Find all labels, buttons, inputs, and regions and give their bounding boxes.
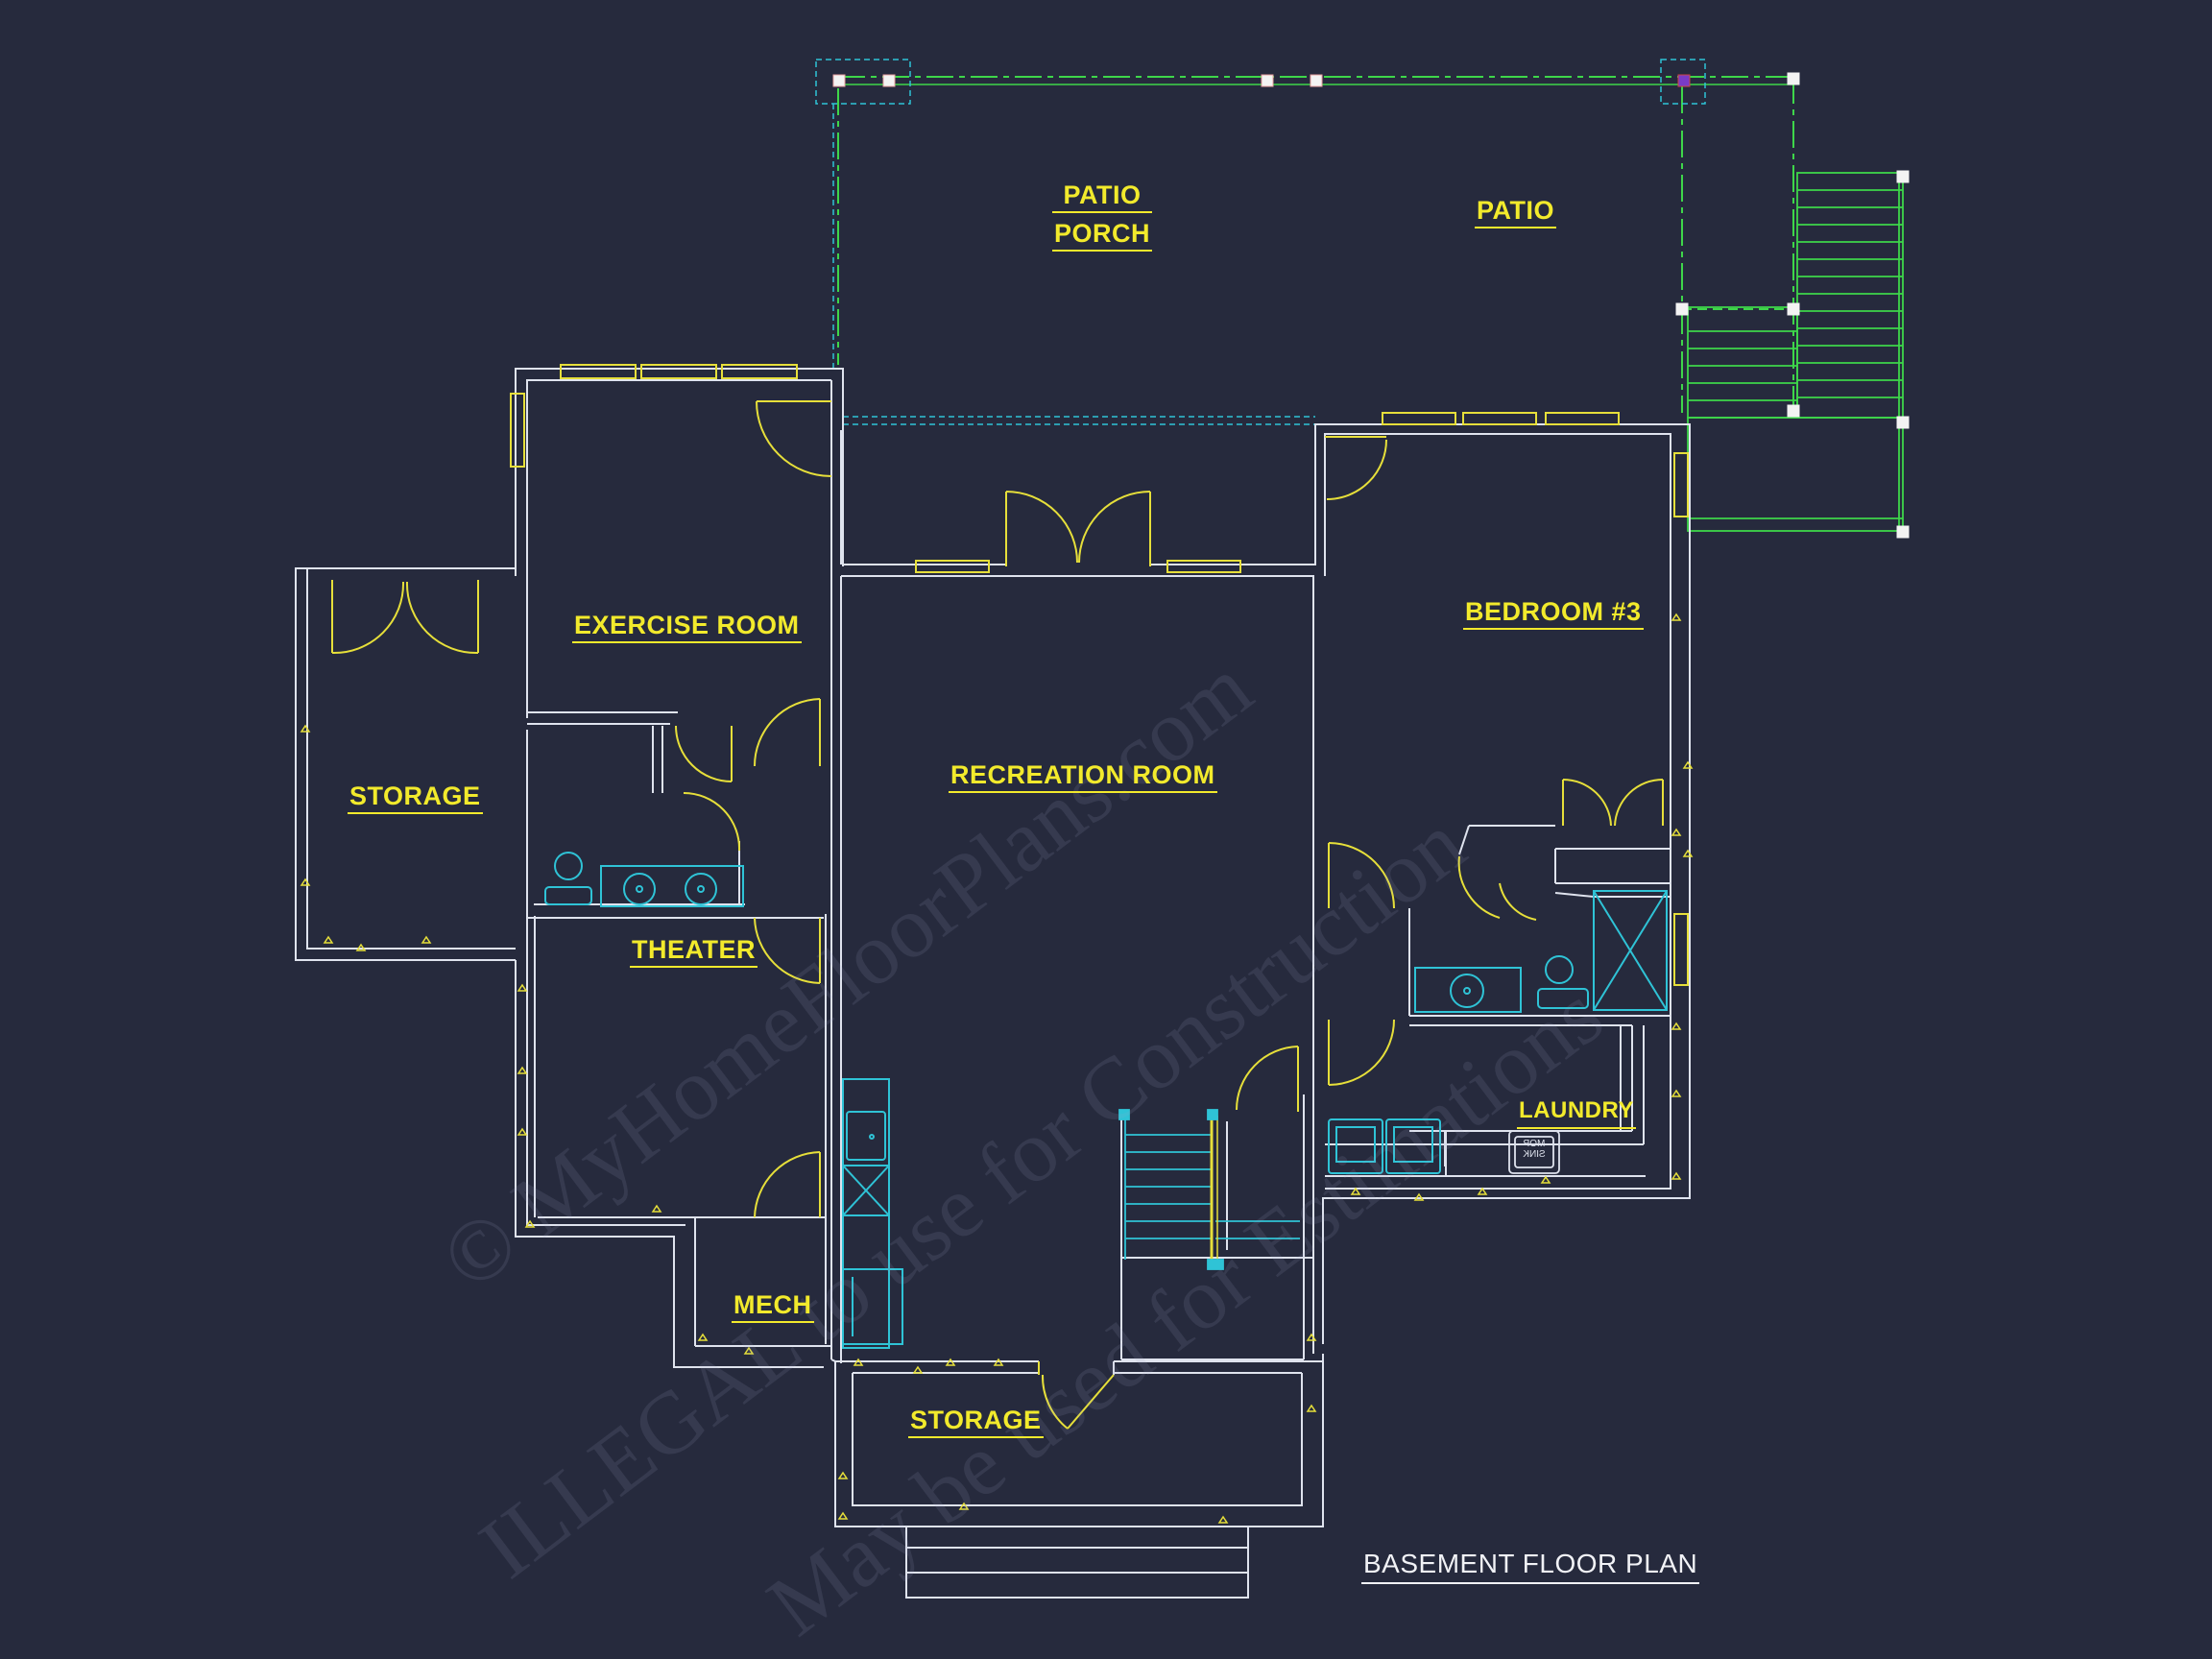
label-theater: THEATER [630, 933, 757, 972]
label-storage-bottom: STORAGE [908, 1404, 1044, 1442]
wall-ticks [300, 613, 1694, 1524]
label-exercise-room: EXERCISE ROOM [572, 609, 802, 647]
plan-title: BASEMENT FLOOR PLAN [1361, 1548, 1700, 1588]
mop-sink-label: MOP SINK [1523, 1139, 1546, 1160]
label-mech: MECH [732, 1288, 814, 1327]
deck-stairs [1687, 172, 1904, 532]
interior-stairs [1118, 1109, 1300, 1270]
label-bedroom-3: BEDROOM #3 [1463, 595, 1644, 634]
patio-deck [837, 76, 1794, 418]
label-patio-porch: PATIO PORCH [1052, 179, 1153, 255]
windows [510, 364, 1689, 986]
label-laundry-text: LAUNDRY [1517, 1094, 1636, 1129]
label-laundry: LAUNDRY [1517, 1094, 1636, 1133]
label-recreation-room: RECREATION ROOM [949, 758, 1217, 797]
plumbing-fixtures [544, 852, 1668, 1349]
label-storage-left-text: STORAGE [348, 780, 483, 814]
label-mech-text: MECH [732, 1288, 814, 1323]
label-storage-left: STORAGE [348, 780, 483, 818]
doors [331, 400, 1664, 1430]
label-bedroom-3-text: BEDROOM #3 [1463, 595, 1644, 630]
label-patio-porch-line-2: PORCH [1052, 217, 1153, 252]
label-patio: PATIO [1475, 194, 1556, 232]
label-patio-porch-line-1: PATIO [1052, 179, 1153, 213]
label-recreation-room-text: RECREATION ROOM [949, 758, 1217, 793]
post-footings [815, 59, 1706, 425]
label-storage-bottom-text: STORAGE [908, 1404, 1044, 1438]
label-patio-text: PATIO [1475, 194, 1556, 228]
mop-sink [1508, 1130, 1560, 1174]
label-exercise-room-text: EXERCISE ROOM [572, 609, 802, 643]
walls [295, 368, 1691, 1599]
deck-posts [832, 72, 1910, 539]
plan-title-text: BASEMENT FLOOR PLAN [1361, 1548, 1700, 1584]
label-theater-text: THEATER [630, 933, 757, 968]
